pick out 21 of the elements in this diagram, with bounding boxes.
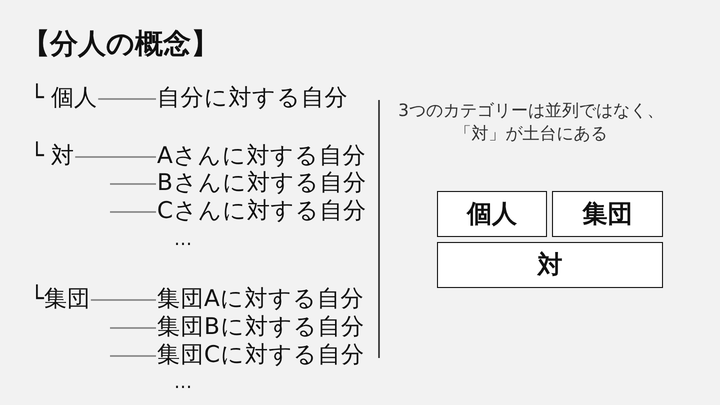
connector-line [75,156,156,158]
list-item: Aさんに対する自分 [157,144,366,170]
list-item: 集団Aに対する自分 [157,287,364,313]
list-item: 集団Bに対する自分 [157,315,364,341]
connector-line [90,299,156,301]
connector-line [110,211,156,213]
connector-line [110,327,156,329]
category-box: 集団 [552,191,663,237]
note-text: 3つのカテゴリーは並列ではなく、「対」が土台にある [397,100,665,146]
list-item: Bさんに対する自分 [157,171,366,197]
list-item: 集団Cに対する自分 [157,343,365,369]
ellipsis: … [174,373,192,393]
connector-line [110,183,156,185]
category-box: 対 [437,242,663,288]
ellipsis: … [174,230,192,250]
category-box: 個人 [437,191,547,237]
connector-line [98,98,156,100]
list-item: Cさんに対する自分 [157,199,367,225]
connector-line [110,355,156,357]
heading: 【分人の概念】 [22,29,219,60]
list-item: 自分に対する自分 [157,86,348,112]
